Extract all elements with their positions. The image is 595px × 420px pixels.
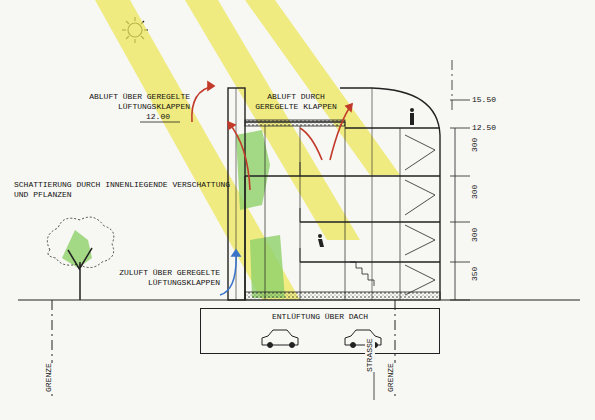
sun-rays — [95, 0, 400, 300]
annotation: SCHATTIERUNG DURCH INNENLIEGENDE VERSCHA… — [14, 180, 236, 200]
dimension-value: 300 — [470, 185, 480, 199]
dimension-value: 300 — [470, 138, 480, 152]
street-label: STRASSE — [365, 338, 375, 372]
annotation: ABLUFT DURCH GEREGELTE KLAPPEN — [250, 92, 342, 112]
plants — [62, 130, 285, 298]
level-mark: 15.50 — [472, 95, 496, 105]
annotation: ABLUFT ÜBER GEREGELTE LÜFTUNGSKLAPPEN — [55, 92, 190, 112]
car — [262, 330, 381, 348]
node-text: ENTLÜFTUNG ÜBER DACH — [270, 312, 370, 322]
building — [228, 88, 440, 300]
annotation: ZULUFT ÜBER GEREGELTE LÜFTUNGSKLAPPEN — [70, 268, 220, 288]
boundary-label: GRENZE — [44, 363, 54, 392]
level-mark: 12.00 — [146, 112, 170, 122]
tree — [47, 217, 113, 300]
level-mark: 12.50 — [472, 123, 496, 133]
dimension-value: 350 — [470, 267, 480, 281]
person — [318, 108, 414, 247]
boundary-line — [452, 60, 453, 110]
dimension-value: 300 — [470, 228, 480, 242]
boundary-label: GRENZE — [386, 363, 396, 392]
garage-box: ENTLÜFTUNG ÜBER DACH — [200, 308, 440, 354]
